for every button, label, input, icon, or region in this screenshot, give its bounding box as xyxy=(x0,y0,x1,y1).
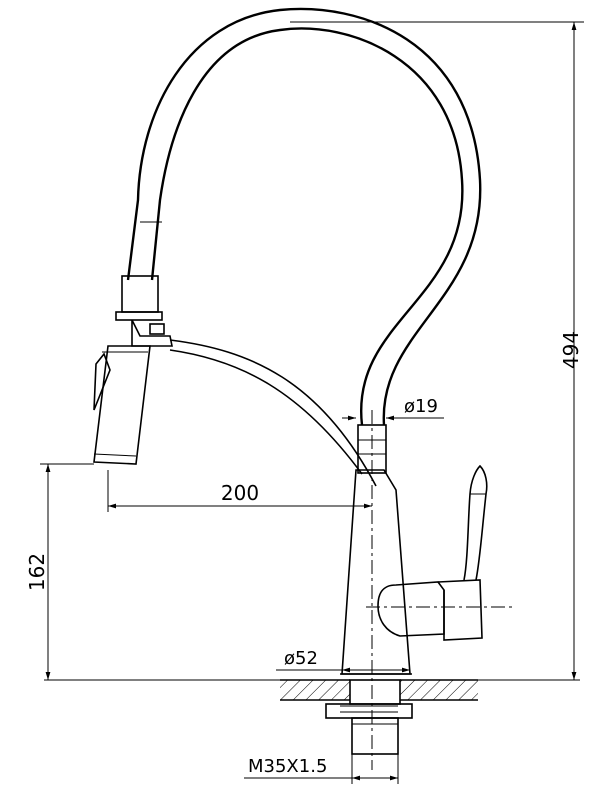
dimension-spray-height: 162 xyxy=(25,463,94,680)
spray-head xyxy=(93,275,173,465)
gooseneck-hose xyxy=(126,7,482,426)
dim-label-total-height: 494 xyxy=(559,331,583,369)
dim-label-base-diameter: ø52 xyxy=(284,648,318,669)
dim-label-thread: M35X1.5 xyxy=(248,756,327,777)
dimension-reach: 200 xyxy=(107,470,372,512)
faucet-body xyxy=(340,410,412,770)
dim-label-spray-height: 162 xyxy=(25,553,49,591)
dim-label-hose-diameter: ø19 xyxy=(404,396,438,417)
dimension-hose-diameter: ø19 xyxy=(342,396,444,421)
lever-handle xyxy=(366,464,512,641)
dimension-base-diameter: ø52 xyxy=(276,648,410,673)
dim-label-reach: 200 xyxy=(221,481,259,505)
dimension-total-height: 494 xyxy=(290,21,584,680)
mounting-shank xyxy=(325,679,413,755)
dimension-thread: M35X1.5 xyxy=(244,754,399,784)
pullout-hose xyxy=(169,339,377,487)
